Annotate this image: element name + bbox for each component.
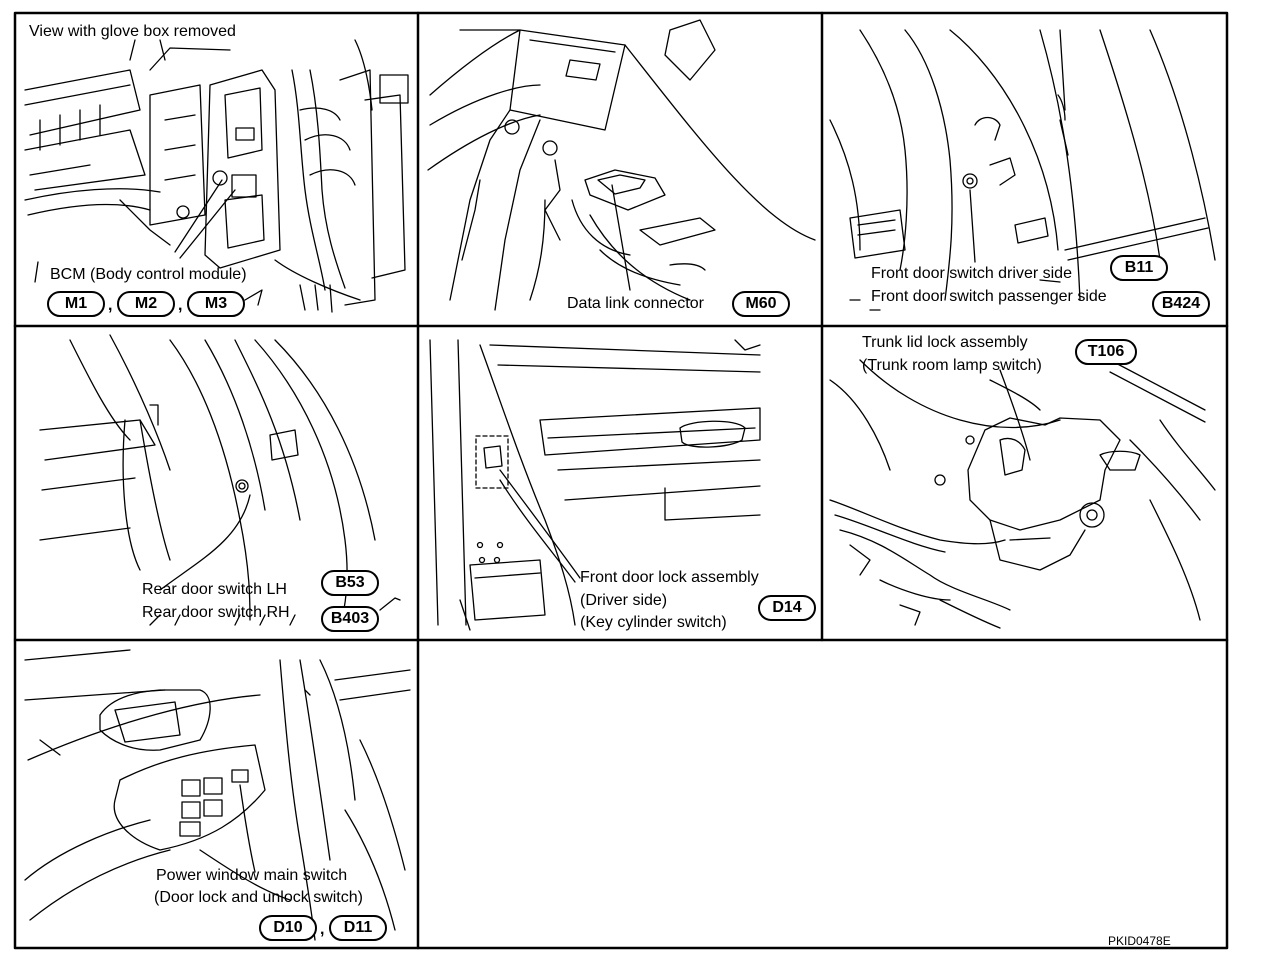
bcm-view-caption: View with glove box removed xyxy=(29,23,236,40)
connector-b403: B403 xyxy=(321,606,379,632)
connector-separator: , xyxy=(178,297,183,314)
front-door-switch-passenger-label: Front door switch passenger side xyxy=(871,288,1107,305)
front-door-lock-side-label: (Driver side) xyxy=(580,592,668,609)
connector-b53: B53 xyxy=(321,570,379,596)
connector-b424: B424 xyxy=(1152,291,1210,317)
connector-m3: M3 xyxy=(187,291,245,317)
trunk-lid-illustration xyxy=(829,359,1216,629)
front-door-lock-illustration xyxy=(429,339,761,631)
connector-d10: D10 xyxy=(259,915,317,941)
connector-m60: M60 xyxy=(732,291,790,317)
rear-door-switch-illustration xyxy=(39,334,401,626)
dlc-illustration xyxy=(427,19,816,311)
front-door-switch-illustration xyxy=(829,29,1216,311)
power-window-label: Power window main switch xyxy=(156,867,348,884)
bcm-illustration xyxy=(24,39,409,313)
figure-code: PKID0478E xyxy=(1108,934,1171,948)
dlc-label: Data link connector xyxy=(567,295,704,312)
connector-separator: , xyxy=(108,297,113,314)
bcm-label: BCM (Body control module) xyxy=(50,266,247,283)
power-window-switch-label: (Door lock and unlock switch) xyxy=(154,889,363,906)
front-door-switch-driver-label: Front door switch driver side xyxy=(871,265,1072,282)
connector-t106: T106 xyxy=(1075,339,1137,365)
front-door-lock-switch-label: (Key cylinder switch) xyxy=(580,614,727,631)
trunk-lid-label: Trunk lid lock assembly xyxy=(862,334,1028,351)
connector-d11: D11 xyxy=(329,915,387,941)
connector-m1: M1 xyxy=(47,291,105,317)
connector-d14: D14 xyxy=(758,595,816,621)
front-door-lock-label: Front door lock assembly xyxy=(580,569,759,586)
connector-m2: M2 xyxy=(117,291,175,317)
rear-door-switch-rh-label: Rear door switch RH xyxy=(142,604,290,621)
power-window-illustration xyxy=(24,649,411,941)
rear-door-switch-lh-label: Rear door switch LH xyxy=(142,581,287,598)
connector-separator: , xyxy=(320,921,325,938)
trunk-lamp-switch-label: (Trunk room lamp switch) xyxy=(862,357,1042,374)
connector-b11: B11 xyxy=(1110,255,1168,281)
